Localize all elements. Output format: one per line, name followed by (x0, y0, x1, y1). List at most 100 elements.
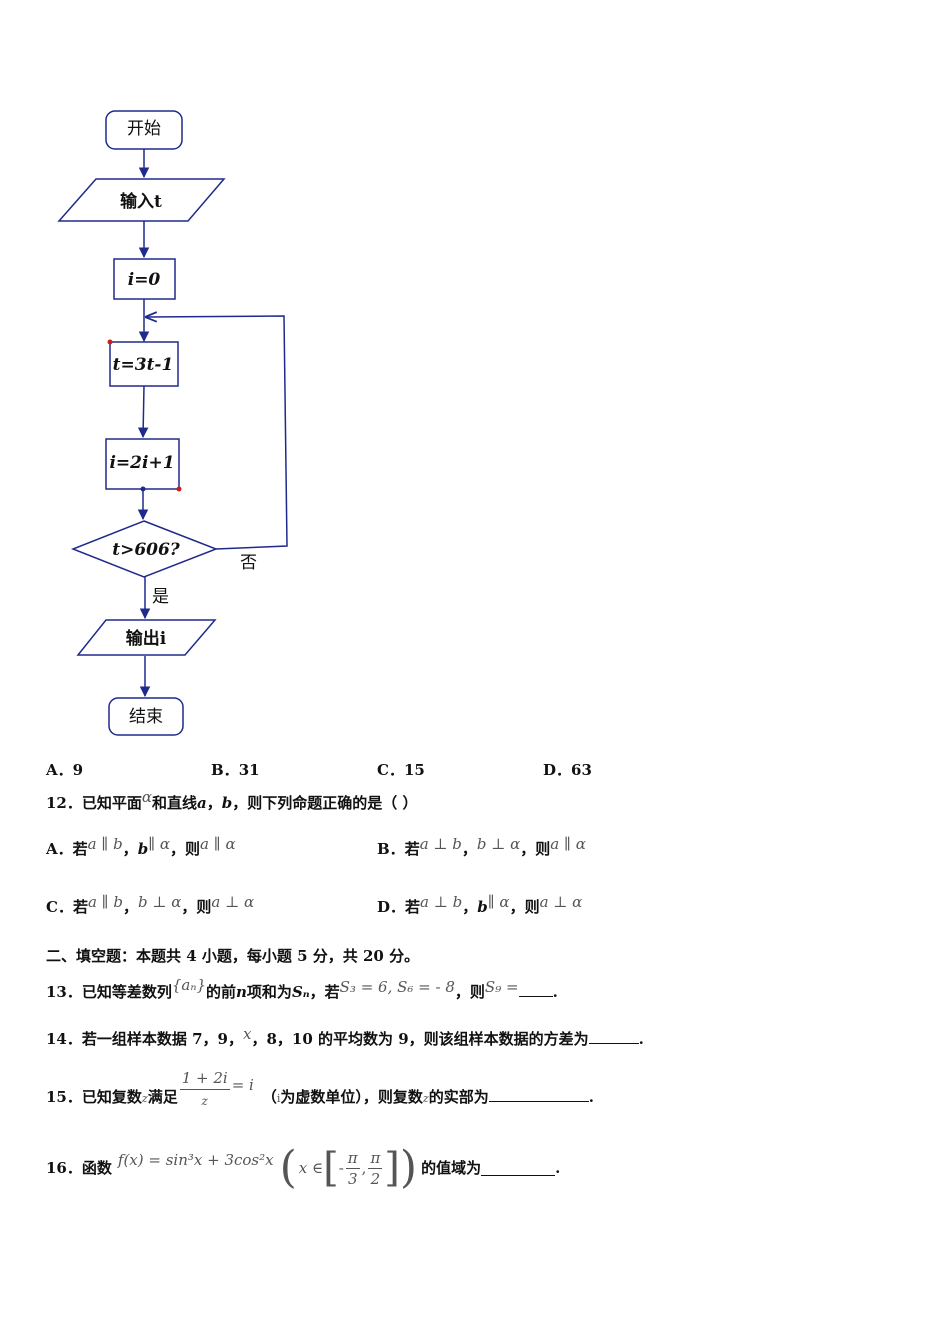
math-relation: b ⊥ α (138, 893, 182, 911)
flow-condition (70, 520, 219, 578)
flow-step-i-label: i=2i+1 (109, 453, 174, 473)
option-text: 若 (404, 840, 420, 858)
stem-text: ，则下列命题正确的是（ ） (232, 794, 418, 812)
flow-output-label: 输出i (126, 628, 167, 649)
math-relation: ∥ α (487, 893, 510, 911)
q12-stem: 12．已知平面α和直线a，b，则下列命题正确的是（ ） (46, 788, 418, 813)
q11-option-d: D．63 (543, 760, 592, 780)
option-text: 9 (72, 761, 84, 779)
q12-option-a: A．若a ∥ b，b∥ α，则a ∥ α (46, 835, 236, 859)
option-text: 若 (72, 898, 88, 916)
stem-text: . (552, 983, 558, 1001)
answer-blank[interactable] (518, 982, 553, 997)
option-text: 63 (571, 761, 592, 779)
fraction-numerator: 1 + 2i (179, 1067, 230, 1090)
option-text: 若 (72, 840, 88, 858)
flow-output (76, 619, 217, 656)
stem-text: 为虚数单位），则复数 (280, 1088, 423, 1106)
math-relation: a ⊥ α (539, 893, 583, 911)
bracket-close: ] (384, 1145, 400, 1191)
flow-no-label: 否 (240, 553, 257, 573)
math-sequence: {aₙ} (171, 976, 206, 994)
option-letter: C． (46, 898, 73, 916)
stem-text: . (555, 1159, 561, 1177)
var-i: i (276, 1092, 281, 1105)
option-letter: B． (211, 761, 239, 779)
math-relation: a ⊥ b (420, 893, 463, 911)
math-relation: a ∥ α (550, 835, 586, 853)
math-alpha: α (141, 788, 153, 806)
answer-blank[interactable] (588, 1029, 639, 1044)
flow-end-label: 结束 (129, 707, 163, 727)
stem-text: 和直线 (152, 794, 198, 812)
option-text: ，则 (520, 840, 551, 858)
option-text: 若 (405, 898, 421, 916)
answer-blank[interactable] (488, 1087, 589, 1102)
option-letter: A． (46, 761, 73, 779)
stem-text: . (588, 1088, 594, 1106)
fraction-numerator: π (345, 1148, 360, 1169)
flow-input (57, 178, 226, 222)
stem-text: ，则 (454, 983, 485, 1001)
minus-sign: - (338, 1159, 344, 1177)
option-text: ，则 (181, 898, 212, 916)
math-relation: b ⊥ α (476, 835, 521, 853)
var-z: z (141, 1092, 148, 1105)
q12-option-d: D．若a ⊥ b，b∥ α，则a ⊥ α (377, 893, 582, 917)
var-a: a (197, 794, 207, 812)
stem-text: 已知等差数列 (81, 983, 172, 1001)
stem-text: . (638, 1030, 644, 1048)
handle-dot (176, 486, 182, 492)
math-relation: a ∥ α (200, 835, 236, 853)
option-text: ， (461, 840, 477, 858)
flow-step-t (109, 341, 179, 387)
fraction-denominator: 3 (347, 1169, 358, 1188)
math-relation: a ⊥ α (211, 893, 255, 911)
option-text: 15 (403, 761, 425, 779)
option-text: ，则 (170, 840, 201, 858)
flow-start-label: 开始 (127, 119, 161, 139)
flow-step-t-label: t=3t-1 (113, 355, 174, 375)
math-relation: a ⊥ b (419, 835, 462, 853)
stem-text: ，若 (309, 983, 340, 1001)
stem-text: 若一组样本数据 7，9， (81, 1030, 243, 1048)
option-text: 31 (238, 761, 260, 779)
q12-option-b: B．若a ⊥ b，b ⊥ α，则a ∥ α (377, 835, 586, 859)
var-n: n (236, 983, 247, 1001)
flow-yes-label: 是 (152, 587, 169, 607)
question-number: 14． (46, 1030, 82, 1048)
math-domain: x ∈ (298, 1159, 324, 1177)
option-letter: C． (377, 761, 404, 779)
q11-option-c: C．15 (377, 760, 425, 780)
bracket-open: [ (323, 1145, 339, 1191)
flow-init (113, 258, 176, 300)
math-function: f(x) = sin³x + 3cos²x (117, 1151, 274, 1169)
var-z: z (422, 1092, 429, 1105)
fraction: 1 + 2i z (179, 1067, 230, 1112)
stem-text: ， (206, 794, 222, 812)
option-text: ， (462, 898, 478, 916)
loop-back-arrow (146, 316, 288, 550)
option-letter: D． (543, 761, 572, 779)
math-condition: S₃ = 6, S₆ = - 8 (339, 978, 455, 996)
fraction-denominator: z (201, 1093, 208, 1108)
fraction-numerator: π (368, 1148, 383, 1169)
flow-input-label: 输入t (120, 191, 162, 212)
flowchart: 开始 输入t i=0 t=3t-1 i=2i+1 t>606? 否 是 输出i … (57, 110, 288, 736)
flow-condition-label: t>606? (112, 540, 181, 560)
question-number: 15． (46, 1088, 82, 1106)
math-target: S₉ = (484, 978, 519, 996)
paren-open: ( (279, 1142, 297, 1193)
question-number: 12． (46, 794, 82, 812)
arrow-step-t-step-i (137, 385, 149, 439)
q11-option-b: B．31 (211, 760, 260, 780)
answer-blank[interactable] (481, 1161, 556, 1176)
stem-text: 的实部为 (428, 1088, 489, 1106)
stem-text: 已知平面 (81, 794, 142, 812)
stem-text: 函数 (81, 1159, 112, 1177)
option-text: ， (122, 898, 138, 916)
